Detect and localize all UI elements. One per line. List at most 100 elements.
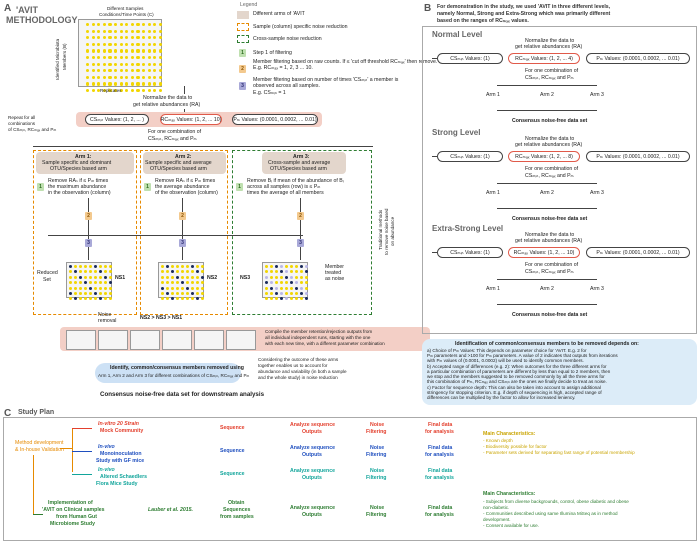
reduced-dot — [295, 281, 298, 285]
reduced-dot — [104, 270, 107, 274]
reduced-dot — [295, 270, 298, 274]
reduced-dot — [69, 265, 72, 268]
matrix-dot — [158, 42, 162, 46]
reduced-dot — [285, 286, 288, 290]
matrix-dot — [108, 69, 112, 73]
level-merge-line — [497, 304, 597, 305]
reduced-dot — [181, 265, 184, 268]
level-arm3: Arm 3 — [590, 92, 604, 98]
main-char-title: Main Characteristics: — [483, 431, 536, 437]
matrix-dot — [125, 55, 129, 60]
reduced-dot — [84, 281, 87, 285]
arm3-step1-badge: 1 — [236, 183, 243, 191]
reduced-dot — [265, 275, 268, 279]
matrix-dot — [102, 69, 106, 73]
arm3-step3-badge: 3 — [297, 239, 304, 247]
compile-matrix — [98, 330, 128, 350]
level-arm3: Arm 3 — [590, 286, 604, 292]
compile-note: Compile the member retention/rejection o… — [265, 329, 373, 334]
matrix-dot — [158, 49, 162, 53]
matrix-dot — [141, 49, 146, 53]
reduced-dot — [94, 270, 97, 274]
matrix-dot — [119, 23, 123, 27]
reduced-dot — [99, 281, 102, 285]
ns3-matrix — [262, 262, 308, 301]
reduced-dot — [79, 297, 82, 301]
matrix-dot — [136, 82, 140, 86]
main-char2-3: - Communities described using same Illum… — [483, 511, 618, 516]
study-source-2: Altered Schaedlers — [100, 474, 147, 480]
matrix-dot — [136, 69, 140, 73]
matrix-dot — [153, 49, 157, 53]
reduced-dot — [196, 297, 199, 301]
matrix-dot — [147, 36, 151, 40]
reduced-dot — [74, 275, 77, 279]
matrix-dot — [91, 55, 95, 60]
noise-removal: Noise — [98, 312, 112, 318]
obtain-3: from samples — [220, 514, 254, 520]
main-char2-title: Main Characteristics: — [483, 491, 536, 497]
matrix-dot — [130, 82, 134, 86]
matrix-dot — [108, 62, 112, 66]
matrix-dot — [113, 23, 118, 27]
consider-note-4: and the whole study) in noise reduction — [258, 375, 338, 380]
study-source-2: Monoinoculation — [100, 451, 142, 457]
matrix-dot — [153, 69, 157, 73]
arm2-rule-3: of the observation (column) — [155, 190, 218, 196]
study-step-noise: Noise — [370, 445, 385, 451]
reduced-dot — [94, 265, 97, 268]
matrix-dot — [141, 88, 146, 93]
reduced-dot — [166, 291, 169, 295]
matrix-dot — [147, 42, 151, 46]
matrix-dot — [86, 49, 90, 53]
reduced-dot — [265, 270, 268, 274]
reduced-dot — [270, 270, 273, 274]
reduced-dot — [109, 297, 112, 301]
matrix-dot — [158, 36, 162, 40]
matrix-dot — [86, 36, 90, 40]
matrix-dot — [141, 69, 146, 73]
reduced-dot — [196, 291, 199, 295]
reduced-dot — [109, 281, 112, 285]
matrix-dot — [102, 42, 106, 46]
identify-box — [95, 363, 241, 383]
matrix-dot — [102, 62, 106, 66]
reduced-dot — [69, 270, 72, 274]
rc-values-pill: RCₘₐₓ Values: (1, 2, ... 10) — [160, 114, 222, 125]
reduced-dot — [300, 265, 303, 268]
matrix-dot — [97, 82, 101, 86]
level-pm-pill: Pₘ Values: (0.0001, 0.0002, ... 0.01) — [586, 247, 690, 258]
study-source: In-vivo — [98, 444, 115, 450]
level-normalize: Normalize the data to — [525, 38, 575, 44]
matrix-dot — [136, 55, 140, 60]
reduced-dot — [171, 291, 174, 295]
matrix-dot — [113, 88, 118, 93]
reduced-dot — [74, 286, 77, 290]
study-step-analyze-2: Outputs — [302, 452, 322, 458]
legend-rc: Member filtering based on raw counts. If… — [253, 59, 438, 65]
pm-values-pill: Pₘ Values: (0.0001, 0.0002, ... 0.01) — [232, 114, 318, 125]
compile-matrix — [226, 330, 256, 350]
reduced-dot — [295, 265, 298, 268]
matrix-dot — [130, 55, 134, 60]
legend-rc-eg: E.g. RCₘₐₓ = 1, 2, 3 ... 10. — [253, 65, 313, 71]
reduced-dot — [196, 270, 199, 274]
matrix-dot — [125, 75, 129, 79]
reduced-dot — [270, 297, 273, 301]
arm1-rule: Remove RAₛ if ≤ Pₘ times — [48, 178, 109, 184]
reduced-dot — [109, 291, 112, 295]
arm2-desc: Sample specific and average — [145, 160, 212, 166]
reduced-dot — [300, 275, 303, 279]
matrix-dot — [147, 82, 151, 86]
reduced-dot — [94, 275, 97, 279]
level-one-comb: For one combination of — [525, 68, 579, 74]
reduced-dot — [191, 270, 194, 274]
reduced-dot — [74, 265, 77, 268]
matrix-dot — [102, 88, 106, 93]
reduced-dot — [89, 297, 92, 301]
matrix-dot — [119, 29, 123, 33]
reduced-dot — [74, 281, 77, 285]
study-step-analyze: Analyze sequence — [290, 445, 335, 451]
microbiota-label-2: Members (B) — [62, 43, 67, 70]
reduced-dot — [305, 286, 308, 290]
